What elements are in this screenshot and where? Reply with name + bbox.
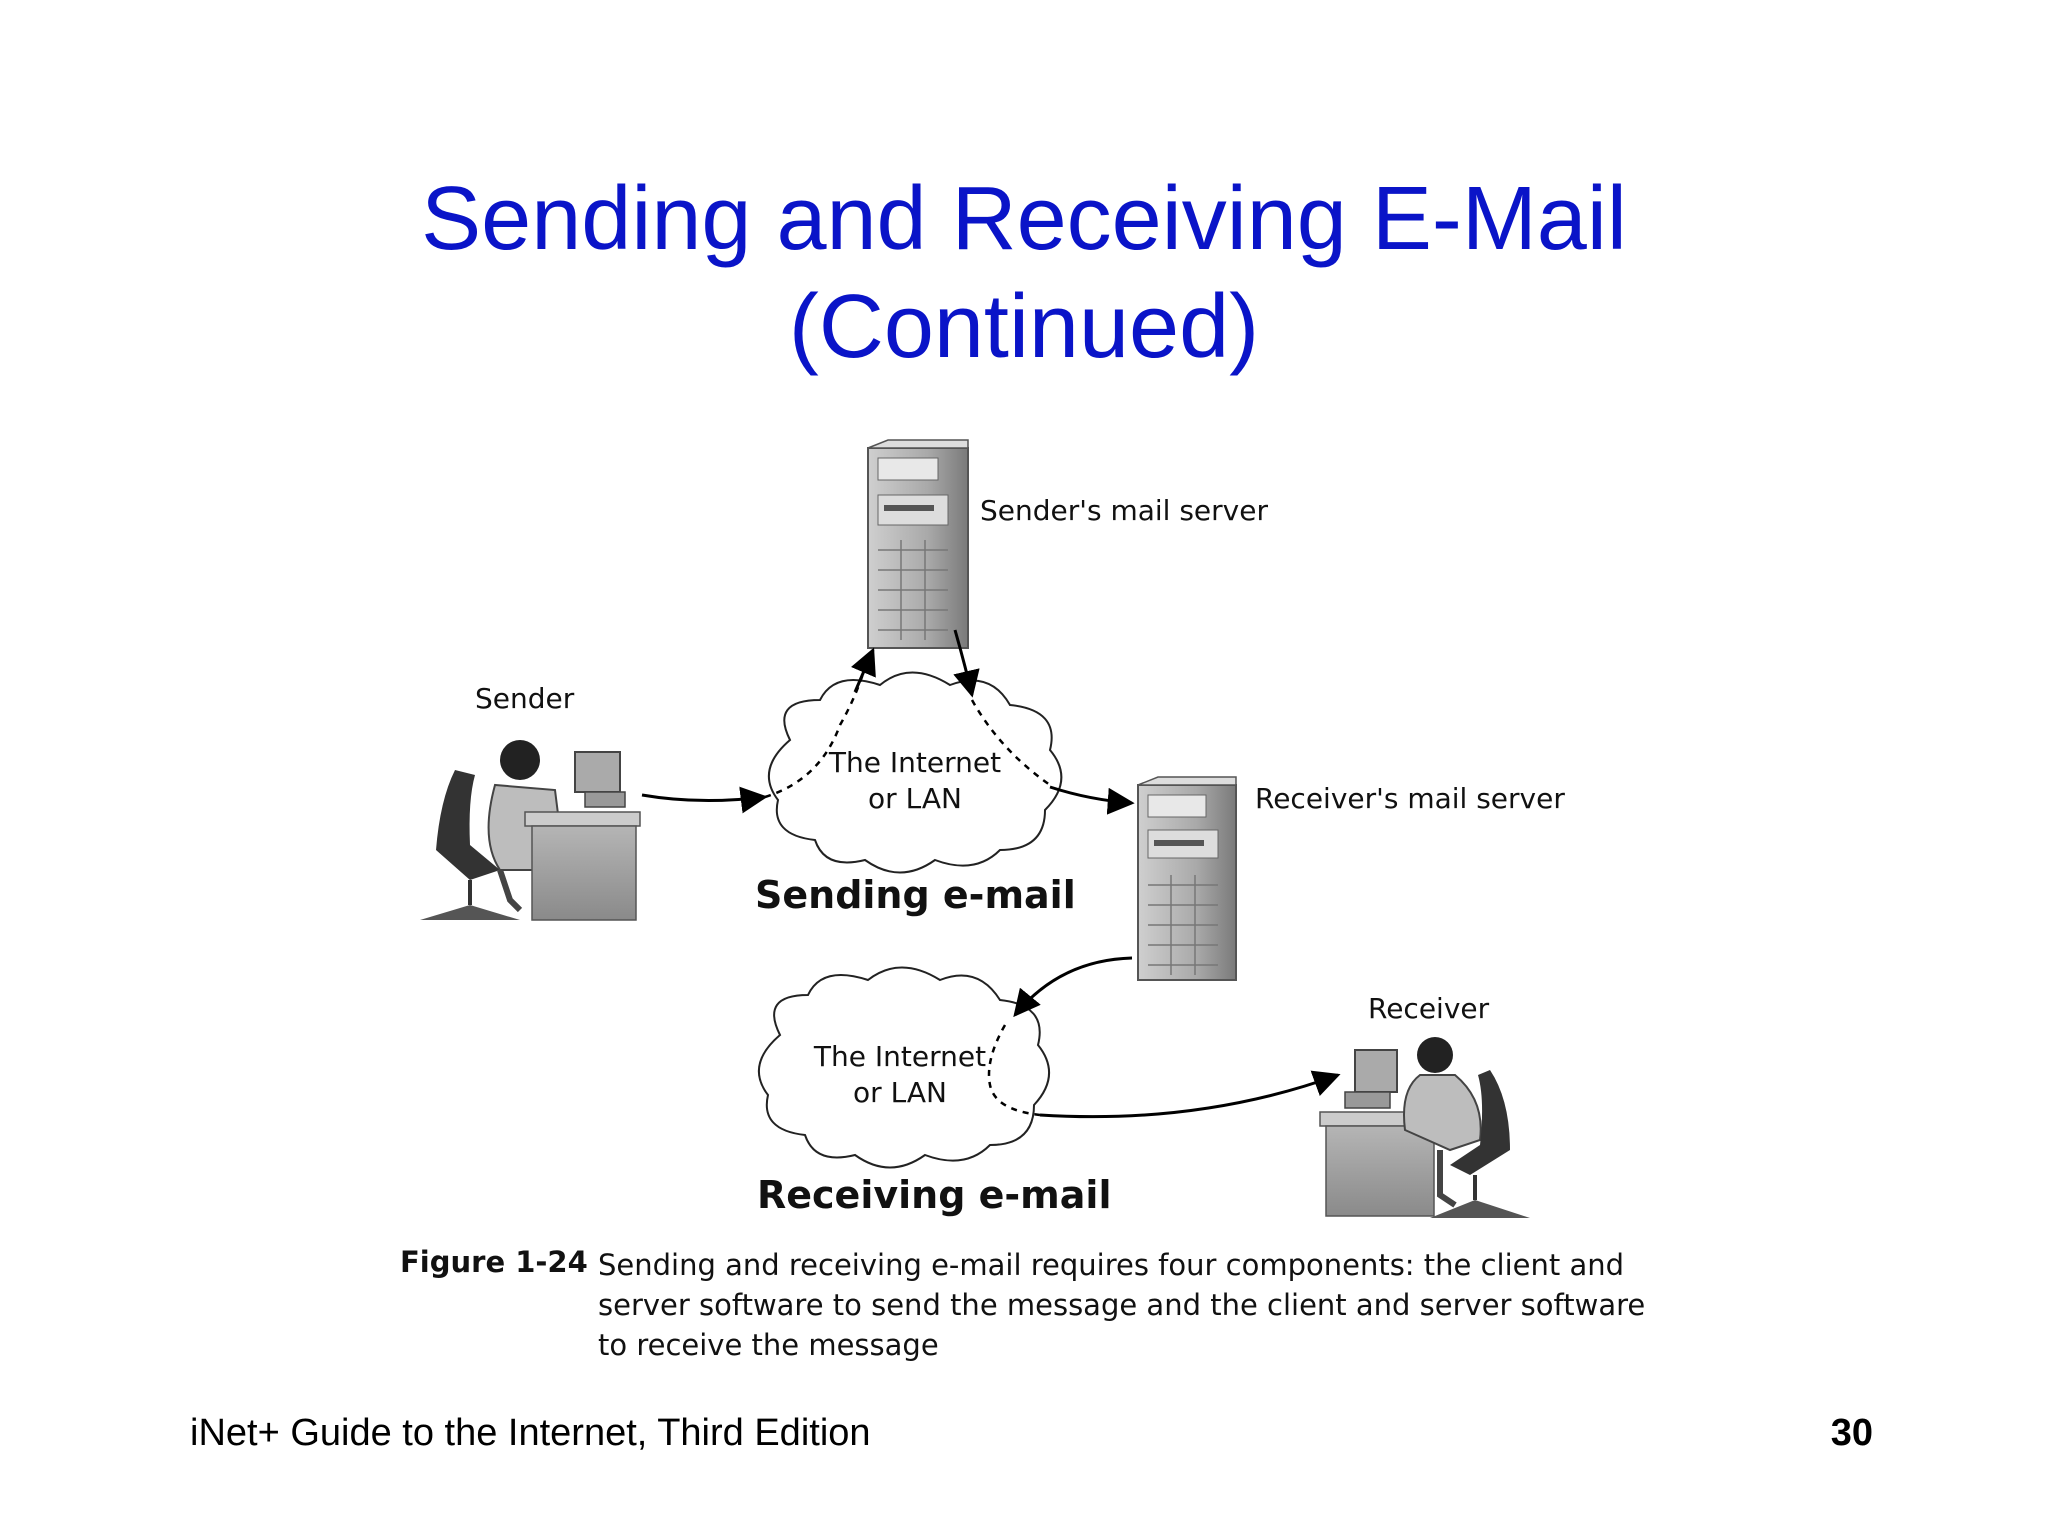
slide-title-line1: Sending and Receiving E-Mail — [421, 169, 1627, 269]
sender-person-icon — [420, 740, 641, 921]
receive-flow-arrows — [987, 956, 1341, 1119]
footer-book-title: iNet+ Guide to the Internet, Third Editi… — [190, 1412, 871, 1454]
cloud-receive-label-line1: The Internet — [813, 1040, 986, 1073]
receiver-person-icon — [1319, 1037, 1530, 1218]
send-flow-arrows — [641, 629, 1135, 815]
sender-mail-server-icon — [867, 439, 969, 649]
sender-server-label: Sender's mail server — [980, 494, 1268, 527]
receiver-mail-server-icon — [1137, 776, 1237, 981]
figure-number: Figure 1-24 — [400, 1245, 588, 1279]
figure-caption: Figure 1-24 Sending and receiving e-mail… — [400, 1245, 1680, 1365]
slide-title-line2: (Continued) — [788, 277, 1260, 377]
cloud-send-label-line2: or LAN — [868, 782, 962, 815]
slide-title: Sending and Receiving E-Mail (Continued) — [0, 165, 2048, 381]
sender-label: Sender — [475, 682, 575, 715]
cloud-receive-label-line2: or LAN — [853, 1076, 947, 1109]
page-number: 30 — [1830, 1412, 1873, 1454]
internet-cloud-receive-icon — [758, 966, 1051, 1169]
section-label-receiving: Receiving e-mail — [757, 1173, 1111, 1217]
receiver-server-label: Receiver's mail server — [1255, 782, 1565, 815]
section-label-sending: Sending e-mail — [755, 873, 1076, 917]
cloud-send-label-line1: The Internet — [828, 746, 1001, 779]
receiver-label: Receiver — [1368, 992, 1490, 1025]
figure-caption-text: Sending and receiving e-mail requires fo… — [598, 1248, 1646, 1362]
